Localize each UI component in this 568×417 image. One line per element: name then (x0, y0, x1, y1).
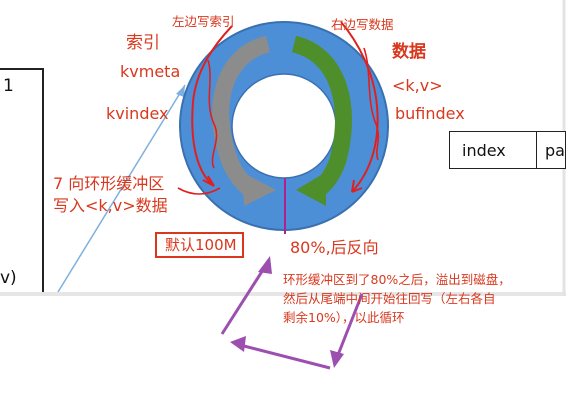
red-curve-left (191, 25, 233, 187)
red-curve-bottom (177, 187, 221, 195)
purple-arrow-right-head (330, 350, 344, 368)
kvindex-label: kvindex (106, 104, 169, 123)
kvmeta-label: kvmeta (120, 62, 181, 81)
purple-arrow-bottom-head (230, 336, 246, 352)
red-curve-right (340, 21, 379, 193)
ring-buffer-inner-hole (231, 73, 337, 179)
threshold-label: 80%,后反向 (290, 238, 379, 257)
left-box-bottom-text: v) (0, 268, 17, 288)
annotation-note: 环形缓冲区到了80%之后，溢出到磁盘， 然后从尾端中间开始往回写（左右各自 剩余… (283, 270, 553, 327)
step-line-1: 7 向环形缓冲区 (53, 174, 165, 193)
annotation-line-2: 然后从尾端中间开始往回写（左右各自 (283, 291, 496, 306)
write-data-note: 右边写数据 (331, 17, 394, 32)
default-size-box: 默认100M (155, 232, 244, 258)
index-heading: 索引 (126, 33, 160, 53)
purple-arrow-right (334, 293, 364, 361)
red-squiggle-left (207, 59, 218, 169)
red-curve-right-head (351, 179, 363, 193)
table-cell-index: index (449, 131, 537, 169)
step-line-2: 写入<k,v>数据 (53, 196, 168, 215)
table-cell-partial: pa (536, 131, 566, 169)
left-box-top-text: 1 (3, 76, 14, 96)
kv-pair-label: <k,v> (392, 76, 443, 95)
annotation-line-3: 剩余10%），以此循环 (283, 310, 405, 325)
data-heading: 数据 (392, 42, 426, 62)
purple-arrow-up-head (258, 256, 272, 274)
write-index-note: 左边写索引 (172, 14, 235, 29)
bufindex-label: bufindex (395, 104, 465, 123)
purple-arrow-up (220, 261, 270, 335)
red-curve-left-head (202, 175, 215, 187)
annotation-line-1: 环形缓冲区到了80%之后，溢出到磁盘， (283, 272, 511, 287)
screenshot-edge-shadow (0, 292, 566, 296)
purple-arrow-bottom (235, 342, 331, 370)
pointer-line-head (176, 85, 185, 97)
index-arrow-head (242, 172, 276, 206)
left-box-frame (0, 68, 44, 295)
data-arrow-head (296, 172, 326, 206)
red-squiggle-right (363, 47, 380, 161)
pointer-line (57, 84, 186, 293)
